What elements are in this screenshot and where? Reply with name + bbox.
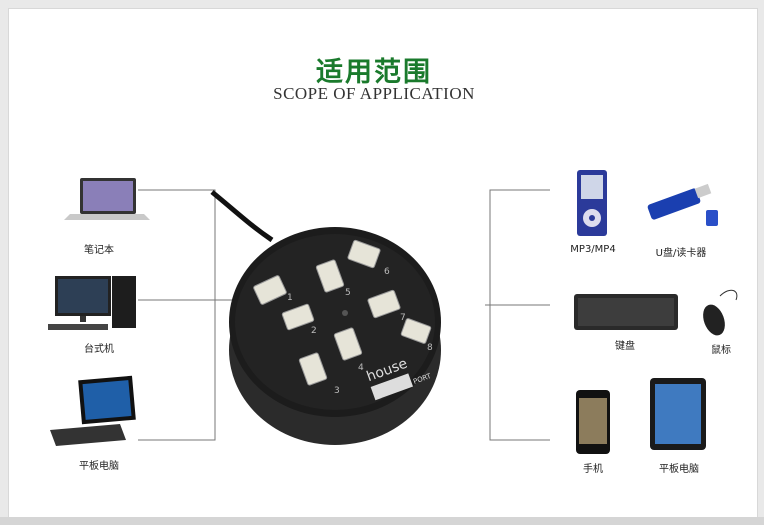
- usb-cable: [210, 190, 274, 243]
- usb-port-3: [298, 352, 328, 386]
- laptop-icon: [64, 178, 150, 220]
- port-number-2: 2: [311, 326, 317, 336]
- ipad-icon: [650, 378, 706, 450]
- bottom-band: [0, 517, 764, 525]
- caption-tablet: 平板电脑: [79, 461, 119, 472]
- caption-ipad: 平板电脑: [659, 464, 699, 475]
- usb-port-1: [253, 275, 287, 305]
- mobile-phone-icon: [576, 390, 610, 454]
- usb-port-2: [281, 303, 315, 331]
- port-number-7: 7: [400, 313, 406, 323]
- port-number-6: 6: [384, 267, 390, 277]
- title-english: SCOPE OF APPLICATION: [273, 84, 475, 103]
- usb-port-8: [400, 318, 432, 344]
- right-connector-lines: [485, 189, 550, 441]
- usb-flash-drive-icon: [647, 183, 718, 226]
- caption-usb-drive: U盘/读卡器: [655, 248, 707, 259]
- usb-port-4: [333, 327, 363, 361]
- desktop-computer-icon: [48, 276, 136, 330]
- port-number-4: 4: [358, 363, 364, 373]
- caption-keyboard: 键盘: [615, 341, 635, 352]
- port-number-5: 5: [345, 288, 351, 298]
- caption-desktop: 台式机: [84, 344, 114, 355]
- port-number-1: 1: [287, 293, 293, 303]
- caption-mouse: 鼠标: [711, 345, 731, 356]
- usb-port-6: [347, 239, 381, 269]
- port-number-8: 8: [427, 343, 433, 353]
- led-indicator: [342, 310, 348, 316]
- usb-port-5: [315, 259, 345, 293]
- caption-laptop: 笔记本: [84, 245, 114, 256]
- keyboard-icon: [574, 294, 678, 330]
- port-number-3: 3: [334, 386, 340, 396]
- mp3-player-icon: [577, 170, 607, 236]
- round-usb-hub: 1 2 3 4 5 6 7 8 house PORT: [229, 227, 441, 445]
- usb-port-7: [367, 289, 401, 319]
- mouse-icon: [703, 289, 738, 336]
- caption-mp3-mp4: MP3/MP4: [570, 244, 616, 255]
- caption-phone: 手机: [583, 464, 603, 475]
- title-chinese: 适用范围: [316, 57, 432, 88]
- tablet-icon: [50, 375, 136, 446]
- hub-logo-block: [370, 373, 414, 401]
- left-connector-lines: [138, 189, 232, 441]
